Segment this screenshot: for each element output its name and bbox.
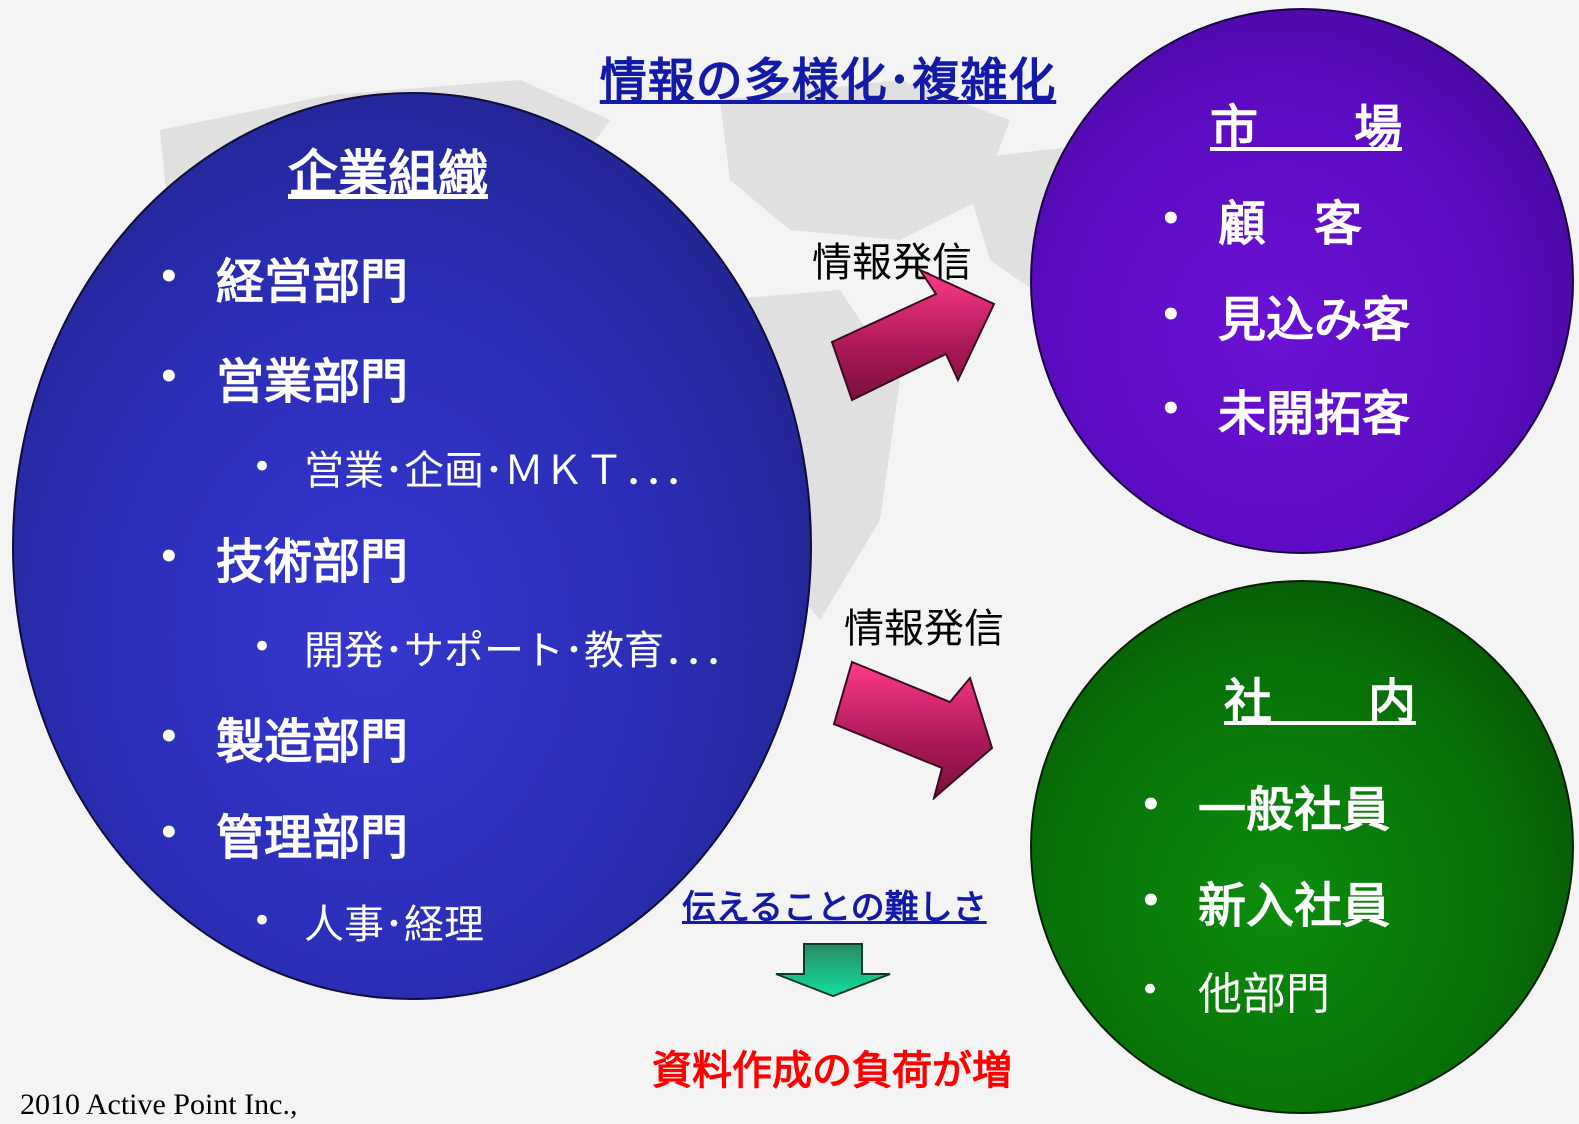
bullet-icon: •	[1160, 199, 1182, 239]
copyright-text: 2010 Active Point Inc.,	[20, 1088, 298, 1121]
org-item-label: 経営部門	[216, 254, 409, 310]
internal-item-general-staff: • 一般社員	[1140, 770, 1390, 840]
org-item-management: • 経営部門	[158, 242, 408, 312]
bullet-icon: •	[1140, 881, 1162, 921]
upper-arrow-icon	[830, 267, 996, 402]
page-title: 情報の多様化･複雑化	[599, 54, 1057, 109]
market-item-label: 顧 客	[1218, 196, 1363, 252]
market-item-label: 未開拓客	[1218, 386, 1411, 442]
market-item-customer: • 顧 客	[1160, 184, 1362, 254]
org-item-label: 管理部門	[216, 810, 409, 866]
org-item-sales: • 営業部門	[158, 342, 408, 412]
bullet-icon: •	[1160, 295, 1182, 335]
organization-heading: 企業組織	[288, 145, 488, 203]
bullet-icon: •	[1160, 389, 1182, 429]
bullet-icon: •	[158, 537, 180, 577]
bullet-icon: •	[158, 813, 180, 853]
org-item-label: 技術部門	[216, 534, 409, 590]
bullet-icon: •	[158, 257, 180, 297]
internal-item-other-departments: • 他部門	[1140, 958, 1330, 1022]
difficulty-text: 伝えることの難しさ	[682, 888, 987, 928]
internal-circle	[1030, 580, 1574, 1114]
market-item-label: 見込み客	[1218, 292, 1411, 348]
bullet-icon: •	[252, 447, 273, 487]
down-arrow-icon	[775, 943, 891, 998]
organization-circle	[12, 92, 812, 1000]
bullet-icon: •	[158, 357, 180, 397]
market-heading: 市 場	[1210, 100, 1403, 156]
org-item-technology: • 技術部門	[158, 522, 408, 592]
internal-item-label: 新入社員	[1198, 878, 1391, 934]
org-subitem-label: 人事･経理	[304, 902, 484, 948]
result-text: 資料作成の負荷が増	[652, 1048, 1012, 1094]
org-subitem-technology: • 開発･サポート･教育．．．	[252, 618, 744, 676]
org-item-label: 営業部門	[216, 354, 409, 410]
org-subitem-administration: • 人事･経理	[252, 892, 484, 950]
bullet-icon: •	[1140, 785, 1162, 825]
org-subitem-sales: • 営業･企画･ＭＫＴ．．．	[252, 438, 704, 496]
market-item-untapped: • 未開拓客	[1160, 374, 1410, 444]
org-subitem-label: 営業･企画･ＭＫＴ．．．	[304, 448, 704, 494]
internal-item-new-staff: • 新入社員	[1140, 866, 1390, 936]
org-item-label: 製造部門	[216, 714, 409, 770]
lower-arrow-icon	[832, 660, 994, 800]
market-circle	[1030, 8, 1574, 554]
org-subitem-label: 開発･サポート･教育．．．	[304, 628, 744, 674]
lower-arrow-label: 情報発信	[844, 606, 1004, 652]
bullet-icon: •	[252, 901, 273, 941]
bullet-icon: •	[252, 627, 273, 667]
org-item-manufacturing: • 製造部門	[158, 702, 408, 772]
bullet-icon: •	[1140, 970, 1161, 1010]
internal-item-label: 一般社員	[1198, 782, 1391, 838]
upper-arrow-label: 情報発信	[812, 240, 972, 286]
bullet-icon: •	[158, 717, 180, 757]
internal-item-label: 他部門	[1198, 969, 1330, 1020]
market-item-prospect: • 見込み客	[1160, 280, 1410, 350]
internal-heading: 社 内	[1224, 674, 1417, 730]
org-item-administration: • 管理部門	[158, 798, 408, 868]
